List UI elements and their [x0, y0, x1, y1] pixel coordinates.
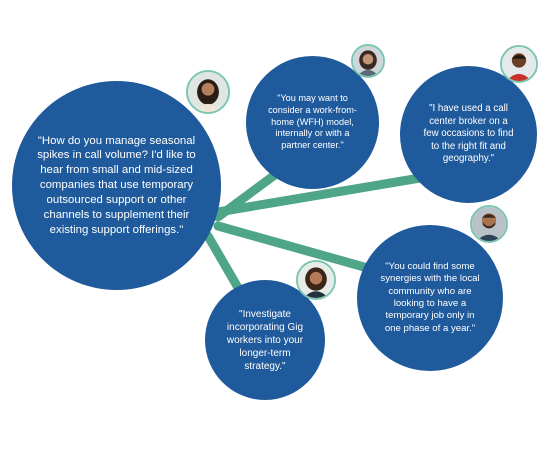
response-bubble-wfh: "You may want to consider a work-from-ho…: [246, 56, 379, 189]
response-bubble-gig: "Investigate incorporating Gig workers i…: [205, 280, 325, 400]
woman-avatar-icon: [186, 70, 230, 114]
response-text-gig: "Investigate incorporating Gig workers i…: [226, 308, 304, 372]
response-text-community: "You could find some synergies with the …: [380, 260, 480, 334]
woman-avatar-icon: [351, 44, 385, 78]
question-bubble: "How do you manage seasonal spikes in ca…: [12, 81, 221, 290]
connector-community: [213, 221, 387, 277]
response-text-broker: "I have used a call center broker on a f…: [423, 102, 514, 165]
bearded-man-avatar-icon: [470, 205, 508, 243]
response-text-wfh: "You may want to consider a work-from-ho…: [268, 92, 357, 151]
question-text: "How do you manage seasonal spikes in ca…: [37, 134, 196, 236]
response-bubble-broker: "I have used a call center broker on a f…: [400, 66, 537, 203]
man-avatar-icon: [500, 45, 538, 83]
response-bubble-community: "You could find some synergies with the …: [357, 225, 503, 371]
connector-broker: [213, 173, 425, 217]
woman-avatar-icon: [296, 260, 336, 300]
